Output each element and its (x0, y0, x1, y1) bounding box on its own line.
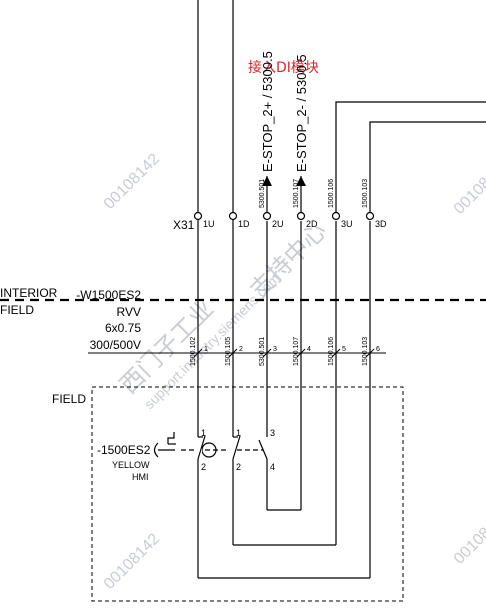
gap-a (194, 437, 202, 459)
terminal-3d (365, 211, 375, 221)
contact-a-blade (197, 435, 206, 460)
terminal-label-1: 1U (203, 219, 215, 229)
core-label-2: 1500.105 (225, 337, 232, 366)
core-tick-4 (296, 348, 306, 358)
terminal-label-6: 3D (375, 219, 387, 229)
terminal-label-5: 3U (341, 219, 353, 229)
estop-actuator (153, 432, 266, 458)
terminal-label-2: 1D (238, 219, 250, 229)
core-label-3: 5300.501 (259, 337, 266, 366)
cable-size: 6x0.75 (105, 321, 141, 335)
core-number-5: 5 (342, 346, 346, 353)
terminal-3u (331, 211, 341, 221)
cable-type: RVV (117, 305, 141, 319)
device-name: -1500ES2 (97, 443, 151, 457)
core-label-1: 1500.102 (190, 337, 197, 366)
contact-b-blade (232, 435, 241, 460)
core-number-3: 3 (273, 346, 277, 353)
wire-5 (335, 101, 486, 212)
terminal-circles (193, 211, 375, 221)
watermark-4: 00108142 (451, 505, 486, 567)
zone-interior: INTERIOR (0, 286, 58, 300)
device-note: HMI (132, 472, 149, 482)
terminal-block-label: X31 (173, 218, 195, 232)
zone-field: FIELD (0, 303, 34, 317)
terminal-1u (193, 211, 203, 221)
core-number-6: 6 (376, 346, 380, 353)
watermark-1: 00108142 (101, 150, 163, 212)
contact-a-bottom: 2 (201, 462, 206, 472)
di-module-note: 接入DI模块 (248, 59, 319, 76)
core-number-1: 1 (204, 346, 208, 353)
signal-estop-minus: E-STOP_2- / 5300.5 (294, 54, 309, 172)
core-label-6: 1500.103 (362, 337, 369, 366)
terminal-1d (228, 211, 238, 221)
core-number-4: 4 (307, 346, 311, 353)
wire-label-6: 1500.103 (362, 179, 369, 208)
terminal-2d (296, 211, 306, 221)
cable-core-ticks (193, 348, 375, 358)
wire-label-4: 1500.107 (293, 179, 300, 208)
field-box-title: FIELD (52, 392, 86, 406)
core-label-5: 1500.106 (328, 337, 335, 366)
contact-b-top: 1 (236, 428, 241, 438)
latch-mechanism (167, 432, 175, 444)
gap-c (263, 437, 271, 459)
wire-6 (369, 121, 486, 212)
core-tick-5 (331, 348, 341, 358)
cable-voltage: 300/500V (90, 338, 141, 352)
terminal-2u (262, 211, 272, 221)
wire-label-5: 1500.106 (328, 179, 335, 208)
device-color: YELLOW (112, 460, 150, 470)
contacts (194, 435, 271, 460)
contact-b-bottom: 2 (236, 462, 241, 472)
mushroom-head (153, 442, 159, 458)
cable-name: -W1500ES2 (76, 288, 141, 302)
core-tick-3 (262, 348, 272, 358)
signal-estop-plus: E-STOP_2+ / 5300.5 (260, 51, 275, 172)
watermark-3: 00108142 (101, 530, 163, 592)
terminal-label-3: 2U (272, 219, 284, 229)
wire-label-3: 5300.501 (259, 179, 266, 208)
core-tick-1 (193, 348, 203, 358)
wires (197, 0, 486, 579)
core-tick-6 (365, 348, 375, 358)
gap-b (229, 437, 237, 459)
contact-c-bottom: 4 (270, 462, 275, 472)
arrow-estop-minus (296, 176, 306, 186)
field-box (91, 386, 404, 602)
core-tick-2 (228, 348, 238, 358)
terminal-label-4: 2D (306, 219, 318, 229)
core-label-4: 1500.107 (293, 337, 300, 366)
contact-c-blade (258, 439, 268, 460)
watermarks: 00108142 00108142 00108142 00108142 西门子工… (101, 150, 486, 592)
core-number-2: 2 (239, 346, 243, 353)
contact-c-top: 3 (270, 428, 275, 438)
contact-a-top: 1 (201, 428, 206, 438)
watermark-2: 00108142 (451, 155, 486, 217)
arrow-estop-plus (262, 176, 272, 186)
signal-arrows (262, 176, 306, 186)
